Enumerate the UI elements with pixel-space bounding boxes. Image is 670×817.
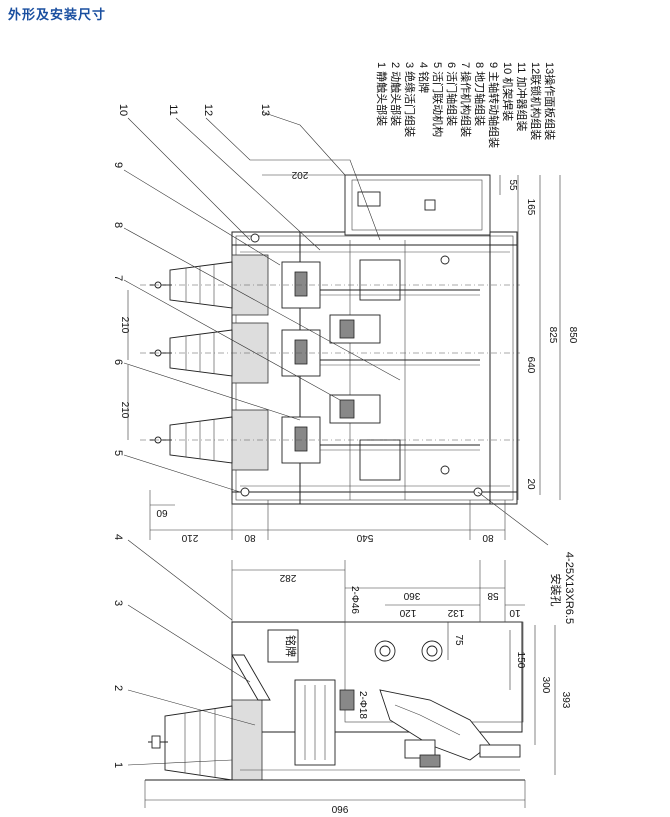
callout-5: 5	[112, 450, 124, 456]
dim-850: 850	[567, 327, 578, 344]
dim-80a: 80	[244, 532, 256, 543]
legend-item: 4 铭牌	[417, 62, 431, 93]
dim-phi46: 2-Φ46	[349, 586, 360, 614]
callout-4: 4	[112, 534, 124, 540]
dim-300: 300	[540, 677, 551, 694]
side-view: 铭牌 282	[127, 539, 575, 814]
legend-item: 10 机架焊装	[501, 62, 515, 121]
legend-item: 3 绝缘活门组装	[403, 62, 417, 137]
dim-20: 20	[525, 478, 536, 490]
callout-7: 7	[112, 275, 124, 281]
parts-legend: 1 静触头部装 2 动触头部装 3 绝缘活门组装 4 铭牌 5 活门联动机构 6…	[375, 62, 557, 148]
dim-150: 150	[515, 652, 526, 669]
dim-165: 165	[525, 199, 536, 216]
mount-hole-label: 安装孔	[549, 574, 563, 607]
legend-item: 11 加冲器组装	[515, 62, 529, 131]
dim-80b: 80	[482, 532, 494, 543]
callout-8: 8	[112, 222, 124, 228]
callout-6: 6	[112, 359, 124, 365]
dim-282: 282	[279, 572, 296, 583]
dim-393: 393	[560, 692, 571, 709]
top-view: 202 55 165 640 825 850 20 210 210 60 210…	[119, 111, 578, 546]
mount-hole-spec: 4-25X13XR6.5	[563, 552, 575, 624]
dim-960: 960	[331, 803, 348, 814]
dim-210c: 210	[181, 532, 198, 543]
legend-item: 8 地刀轴组装	[473, 62, 487, 126]
page-title: 外形及安装尺寸	[8, 7, 107, 22]
nameplate-label: 铭牌	[284, 635, 298, 657]
legend-item: 13操作面板组装	[543, 62, 557, 140]
dim-60: 60	[156, 507, 168, 518]
dim-132: 132	[447, 607, 464, 618]
legend-item: 9 主轴转动轴组装	[487, 62, 501, 148]
legend-item: 7 操作机构组装	[459, 62, 473, 137]
callout-1: 1	[112, 762, 124, 768]
legend-item: 2 动触头部装	[389, 62, 403, 126]
dim-55: 55	[507, 179, 518, 191]
dim-10: 10	[509, 607, 521, 618]
dim-540: 540	[356, 532, 373, 543]
dim-825: 825	[547, 327, 558, 344]
dim-210b: 210	[119, 402, 130, 419]
callout-12: 12	[202, 104, 214, 116]
dim-75: 75	[453, 634, 464, 646]
callouts: 10 11 12 13 9 8 7 6 5 4 3 2 1	[112, 104, 271, 768]
legend-item: 12联锁机构组装	[529, 62, 543, 140]
callout-11: 11	[167, 104, 179, 115]
callout-3: 3	[112, 600, 124, 606]
legend-item: 5 活门联动机构	[431, 62, 445, 137]
dim-210a: 210	[119, 317, 130, 334]
dim-120: 120	[399, 607, 416, 618]
callout-9: 9	[112, 162, 124, 168]
dim-202: 202	[291, 169, 308, 180]
dim-360: 360	[403, 590, 420, 601]
callout-10: 10	[117, 104, 129, 116]
dim-phi18: 2-Φ18	[357, 691, 368, 719]
dim-58: 58	[487, 590, 499, 601]
legend-item: 6 活门轴组装	[445, 62, 459, 126]
callout-2: 2	[112, 685, 124, 691]
callout-13: 13	[259, 104, 271, 116]
legend-item: 1 静触头部装	[375, 62, 389, 126]
dim-640: 640	[525, 357, 536, 374]
